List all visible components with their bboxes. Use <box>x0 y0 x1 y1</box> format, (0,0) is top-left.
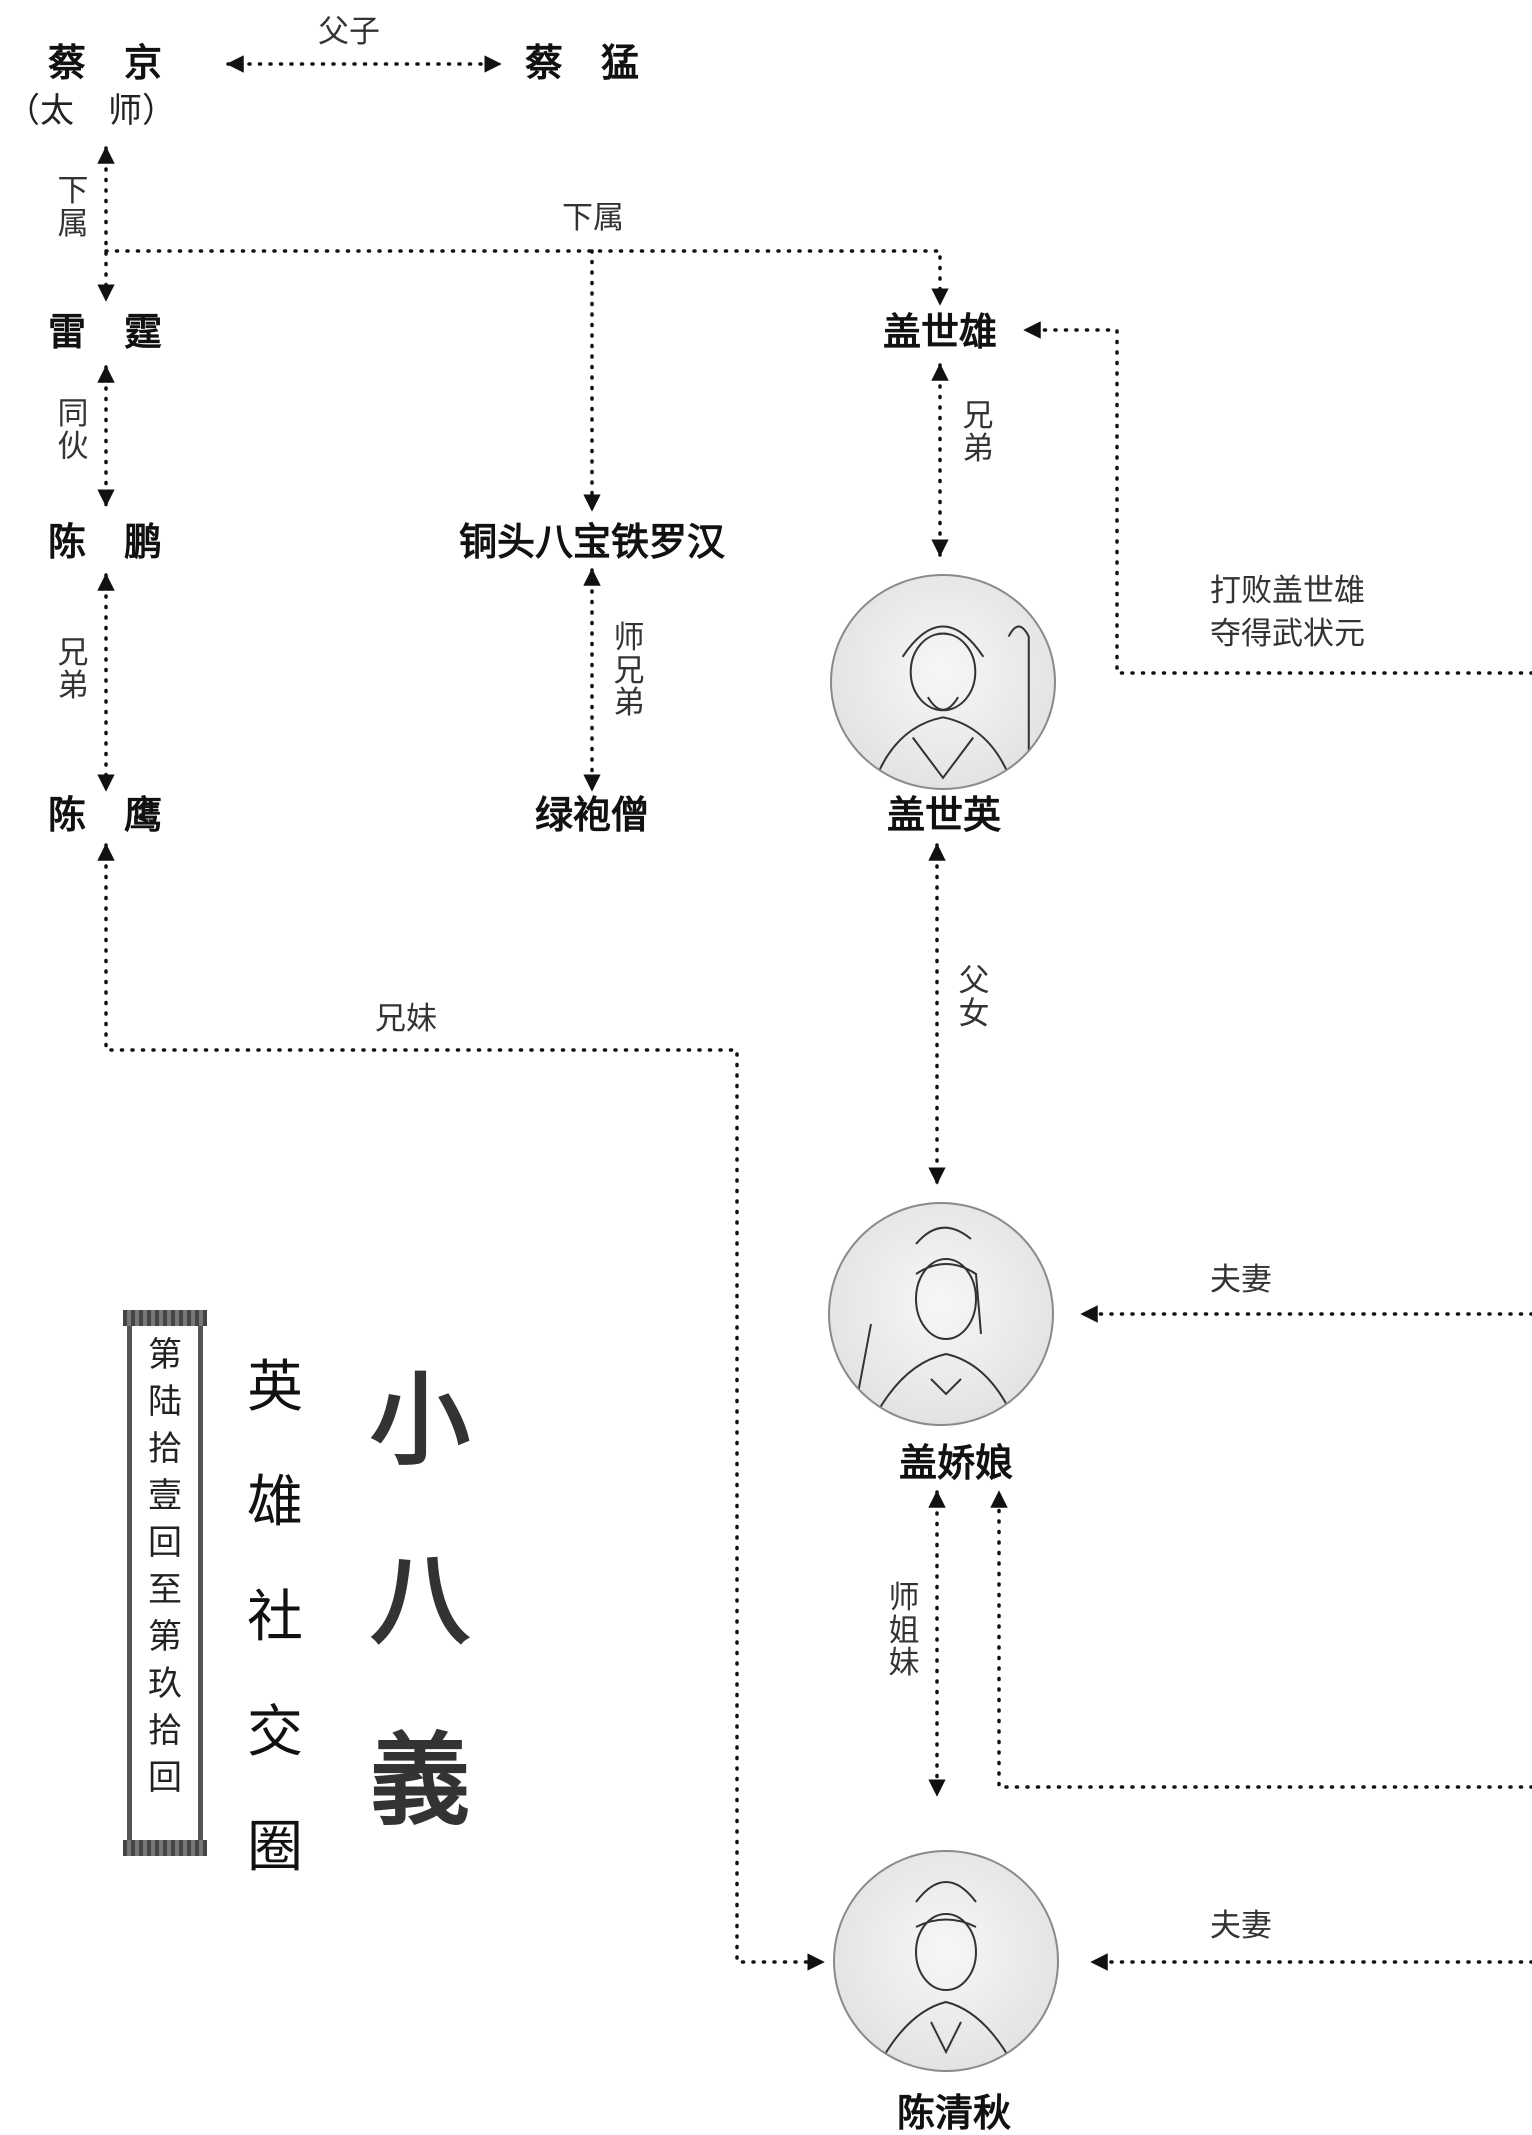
person-lei-ting: 雷 霆 <box>48 310 163 354</box>
person-gai-shixiong: 盖世雄 <box>882 310 998 354</box>
chapter-scroll: 第陆拾壹回至第玖拾回 <box>123 1310 207 1856</box>
person-chen-ying: 陈 鹰 <box>48 793 163 837</box>
label-subordinate-top: 下属 <box>562 200 624 236</box>
person-gai-shiying: 盖世英 <box>886 793 1002 837</box>
figure-illustration-icon <box>855 1226 1017 1424</box>
label-defeated-line2: 夺得武状元 <box>1210 616 1365 652</box>
person-chen-peng: 陈 鹏 <box>48 520 163 564</box>
label-defeated-line1: 打败盖世雄 <box>1210 573 1365 609</box>
label-siblings: 兄妹 <box>375 1001 437 1037</box>
person-lvpao-seng: 绿袍僧 <box>534 793 650 837</box>
label-spouses-1: 夫妻 <box>1210 1262 1272 1298</box>
edge-defeated <box>1023 321 1532 675</box>
diagram-subtitle: 英雄社交圈 <box>247 1355 303 1880</box>
label-brothers-right: 兄弟 <box>962 398 994 467</box>
label-fellow-monks: 师兄弟 <box>613 620 645 722</box>
label-fellow-sisters: 师姐妹 <box>888 1580 920 1682</box>
chapter-range: 第陆拾壹回至第玖拾回 <box>148 1335 182 1798</box>
person-cai-meng: 蔡 猛 <box>525 41 640 85</box>
label-partners: 同伙 <box>57 396 89 465</box>
person-cai-jing-title: （太 师） <box>6 91 176 131</box>
edge-siblings <box>97 843 825 1971</box>
figure-illustration-icon <box>871 625 1030 788</box>
label-subordinate-left: 下属 <box>57 173 89 242</box>
person-cai-jing: 蔡 京 <box>48 41 163 85</box>
person-chen-qingqiu: 陈清秋 <box>896 2091 1012 2135</box>
label-father-daughter: 父女 <box>958 963 990 1032</box>
person-gai-jiaoniang: 盖娇娘 <box>898 1441 1014 1485</box>
portrait-chen-qingqiu <box>833 1850 1059 2072</box>
portrait-gai-shiying <box>830 574 1056 790</box>
label-brothers-left: 兄弟 <box>57 635 89 704</box>
figure-illustration-icon <box>875 1881 1017 2070</box>
label-spouses-2: 夫妻 <box>1210 1908 1272 1944</box>
person-tongtou-luohan: 铜头八宝铁罗汉 <box>458 520 726 564</box>
portrait-gai-jiaoniang <box>828 1202 1054 1426</box>
diagram-main-title: 小八義 <box>370 1361 470 1839</box>
label-father-son: 父子 <box>318 14 380 50</box>
edge-subordinate-top <box>104 249 949 306</box>
edge-right-loop <box>990 1490 1532 1789</box>
